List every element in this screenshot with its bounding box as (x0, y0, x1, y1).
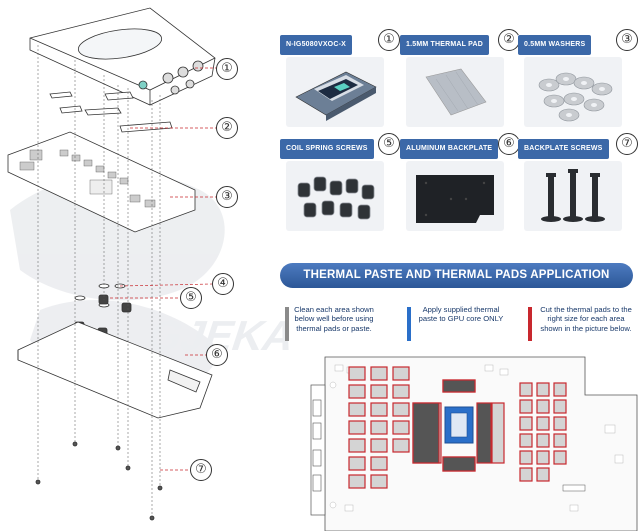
thermal-pad-picture (406, 57, 504, 127)
pads-indicator-bar (528, 307, 532, 341)
part-card-backplate-screws: BACKPLATE SCREWS ⑦ (518, 133, 638, 231)
application-title-banner: THERMAL PASTE AND THERMAL PADS APPLICATI… (280, 263, 633, 288)
part-label: COIL SPRING SCREWS (280, 139, 374, 159)
note-thermal-pads: Cut the thermal pads to the right size f… (540, 305, 632, 333)
exploded-number-7: ⑦ (190, 459, 212, 481)
part-number-6: ⑥ (498, 133, 520, 155)
part-card-washers: 0.5MM WASHERS ③ (518, 29, 638, 127)
backplate-screws-picture (524, 161, 622, 231)
part-card-thermal-pad: 1.5MM THERMAL PAD ② (400, 29, 520, 127)
thermal-pads-part (49, 91, 173, 133)
note-clean: Clean each area shown below well before … (294, 305, 374, 333)
backplate-picture (406, 161, 504, 231)
part-label: 0.5MM WASHERS (518, 35, 592, 55)
part-label: BACKPLATE SCREWS (518, 139, 609, 159)
exploded-number-4: ④ (212, 273, 234, 295)
part-label: 1.5MM THERMAL PAD (400, 35, 490, 55)
memory-pad-areas (412, 379, 492, 472)
washers-picture (524, 57, 622, 127)
part-number-5: ⑤ (378, 133, 400, 155)
exploded-number-1: ① (216, 58, 238, 80)
note-thermal-paste: Apply supplied thermal paste to GPU core… (418, 305, 504, 324)
spring-screws-picture (286, 161, 384, 231)
exploded-number-2: ② (216, 117, 238, 139)
clean-indicator-bar (285, 307, 289, 341)
fitting-ports (162, 60, 204, 95)
exploded-assembly-diagram (7, 7, 216, 521)
exploded-number-5: ⑤ (180, 287, 202, 309)
exploded-number-3: ③ (216, 186, 238, 208)
aluminum-backplate-part (17, 321, 213, 419)
part-card-aluminum-backplate: ALUMINUM BACKPLATE ⑥ (400, 133, 520, 231)
part-label: N-IG5080VXOC-X (280, 35, 352, 55)
part-number-7: ⑦ (616, 133, 638, 155)
pcb-application-diagram (310, 356, 638, 531)
exploded-number-6: ⑥ (206, 344, 228, 366)
part-card-water-block: N-IG5080VXOC-X ① (280, 29, 400, 127)
paste-indicator-bar (407, 307, 411, 341)
part-number-3: ③ (616, 29, 638, 51)
part-number-2: ② (498, 29, 520, 51)
part-label: ALUMINUM BACKPLATE (400, 139, 499, 159)
backplate-screws-part (35, 441, 163, 521)
water-block-with-gpu-picture (286, 57, 384, 127)
part-card-coil-spring-screws: COIL SPRING SCREWS ⑤ (280, 133, 400, 231)
part-number-1: ① (378, 29, 400, 51)
